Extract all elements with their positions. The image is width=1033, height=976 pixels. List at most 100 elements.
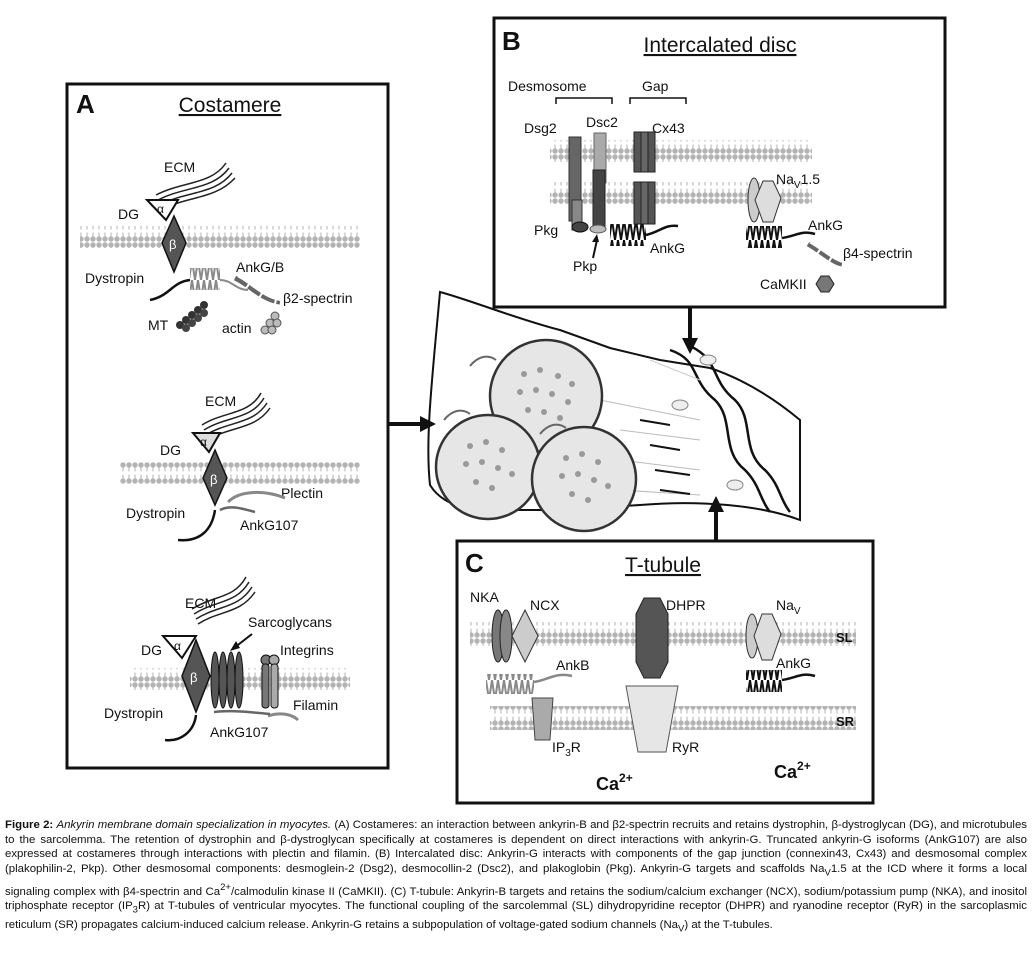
ank-label: AnkG/B <box>236 259 284 275</box>
ankyrin-g-coil <box>746 670 782 692</box>
costamere-row-1: ECM DG α β Dystropin AnkG/B β2-spectrin … <box>80 159 360 336</box>
ip3r-label: IP3R <box>552 739 581 759</box>
ankb-label: AnkB <box>556 657 589 673</box>
ryr-label: RyR <box>672 739 699 755</box>
dsc2-label: Dsc2 <box>586 114 618 130</box>
ankyrin-g-coil <box>746 226 782 248</box>
sr-label: SR <box>836 714 855 729</box>
panel-b-letter: B <box>502 26 521 56</box>
ankyrin-b-coil <box>486 674 534 694</box>
caption-sub-3: 3 <box>132 904 138 916</box>
panel-a-letter: A <box>76 89 95 119</box>
alpha-label: α <box>200 435 207 449</box>
desmosome-label: Desmosome <box>508 78 587 94</box>
membrane-bilayer <box>120 462 360 484</box>
pkg-label: Pkg <box>534 222 558 238</box>
beta-dystroglycan-diamond <box>161 214 187 274</box>
ankg-label: AnkG <box>650 240 685 256</box>
caption-sub-1: V <box>824 867 831 879</box>
cx43-label: Cx43 <box>652 120 685 136</box>
sl-label: SL <box>836 630 853 645</box>
cardiomyocyte-illustration <box>427 290 801 533</box>
panel-a-title: Costamere <box>179 94 282 117</box>
caption-sub-4: V <box>678 923 685 935</box>
desmosome-bracket <box>555 97 613 104</box>
membrane-bilayer-bottom <box>550 182 812 204</box>
nav15-channel <box>747 177 782 223</box>
sarcoglycans-label: Sarcoglycans <box>248 614 332 630</box>
connector-arrows <box>388 307 724 541</box>
dg-label: DG <box>160 442 181 458</box>
integrins-label: Integrins <box>280 642 334 658</box>
beta-label: β <box>190 670 197 685</box>
beta-label: β <box>169 237 176 252</box>
dystropin-label: Dystropin <box>104 705 163 721</box>
dhpr-label: DHPR <box>666 597 706 613</box>
costamere-row-2: ECM DG α β Plectin Dystropin AnkG107 <box>120 392 360 542</box>
actin-filament <box>260 311 282 335</box>
panel-b-intercalated-disc: B Intercalated disc Desmosome Gap Dsg2 D… <box>492 16 947 309</box>
nav15-label: NaV1.5 <box>776 171 820 191</box>
plectin-label: Plectin <box>281 485 323 501</box>
caption-text-2: 1.5 at the ICD where it forms a local si… <box>5 862 1027 898</box>
ncx-exchanger <box>511 608 539 664</box>
nka-label: NKA <box>470 589 499 605</box>
membrane-bilayer-top <box>550 140 812 162</box>
nav-label: NaV <box>776 597 801 617</box>
ca-left-label: Ca2+ <box>596 771 633 794</box>
caption-label: Figure 2: <box>5 819 54 831</box>
pkp-label: Pkp <box>573 258 597 274</box>
dhpr-channel <box>635 597 669 679</box>
panel-c-letter: C <box>465 548 484 578</box>
plakoglobin-shape <box>571 221 589 233</box>
gap-label: Gap <box>642 78 669 94</box>
camkii-hexagon <box>815 275 835 293</box>
b4-spectrin-label: β4-spectrin <box>843 245 913 261</box>
membrane-bilayer <box>80 226 360 248</box>
figure-caption: Figure 2: Ankyrin membrane domain specia… <box>5 818 1027 937</box>
ankg-right-label: AnkG <box>808 217 843 233</box>
dg-label: DG <box>118 206 139 222</box>
beta-dystroglycan-diamond <box>181 637 211 715</box>
integrin <box>260 654 280 709</box>
nka-pump <box>491 609 513 663</box>
dystropin-label: Dystropin <box>85 270 144 286</box>
figure-2-diagram: A Costamere ECM DG α β Dystropin AnkG/B … <box>65 16 947 805</box>
panel-b-title: Intercalated disc <box>644 34 797 57</box>
ecm-label: ECM <box>185 595 216 611</box>
ryr-receptor <box>625 685 679 753</box>
sarcoglycan-complex <box>210 651 244 709</box>
alpha-dystroglycan-triangle <box>144 199 180 222</box>
panel-c-t-tubule: C T-tubule SL SR NKA NCX AnkB IP3R DHPR … <box>455 539 875 805</box>
microtubule <box>176 301 208 332</box>
ncx-label: NCX <box>530 597 560 613</box>
connexin43 <box>633 131 656 225</box>
caption-text-1: (A) Costameres: an interaction between a… <box>5 819 1027 875</box>
spectrin-label: β2-spectrin <box>283 290 353 306</box>
plakophilin-shape <box>589 224 607 234</box>
ankyrin-g-coil <box>610 224 646 246</box>
alpha-label: α <box>157 202 164 216</box>
caption-sup-2: 2+ <box>220 881 231 893</box>
myofibril-cross-section <box>530 425 638 533</box>
caption-title: Ankyrin membrane domain specialization i… <box>56 819 332 831</box>
alpha-label: α <box>174 639 181 653</box>
caption-text-5: ) at the T-tubules. <box>684 918 773 931</box>
ecm-label: ECM <box>164 159 195 175</box>
beta-dystroglycan-diamond <box>202 448 228 507</box>
caption-text-4: R) at T-tubules of ventricular myocytes.… <box>5 900 1027 931</box>
caption-text-3: /calmodulin kinase II (CaMKII). (C) T-tu… <box>5 885 1027 913</box>
dsg2-label: Dsg2 <box>524 120 557 136</box>
beta-label: β <box>210 472 217 487</box>
panel-c-title: T-tubule <box>625 554 701 577</box>
alpha-dystroglycan-triangle <box>190 432 222 454</box>
gap-bracket <box>629 97 687 104</box>
ip3r-receptor <box>531 697 554 741</box>
alpha-dystroglycan-triangle <box>160 635 198 660</box>
ecm-label: ECM <box>205 393 236 409</box>
dg-label: DG <box>141 642 162 658</box>
panel-a-costamere: A Costamere ECM DG α β Dystropin AnkG/B … <box>65 82 390 770</box>
dystropin-label: Dystropin <box>126 505 185 521</box>
ankg-label: AnkG <box>776 655 811 671</box>
nav-channel <box>745 613 782 661</box>
